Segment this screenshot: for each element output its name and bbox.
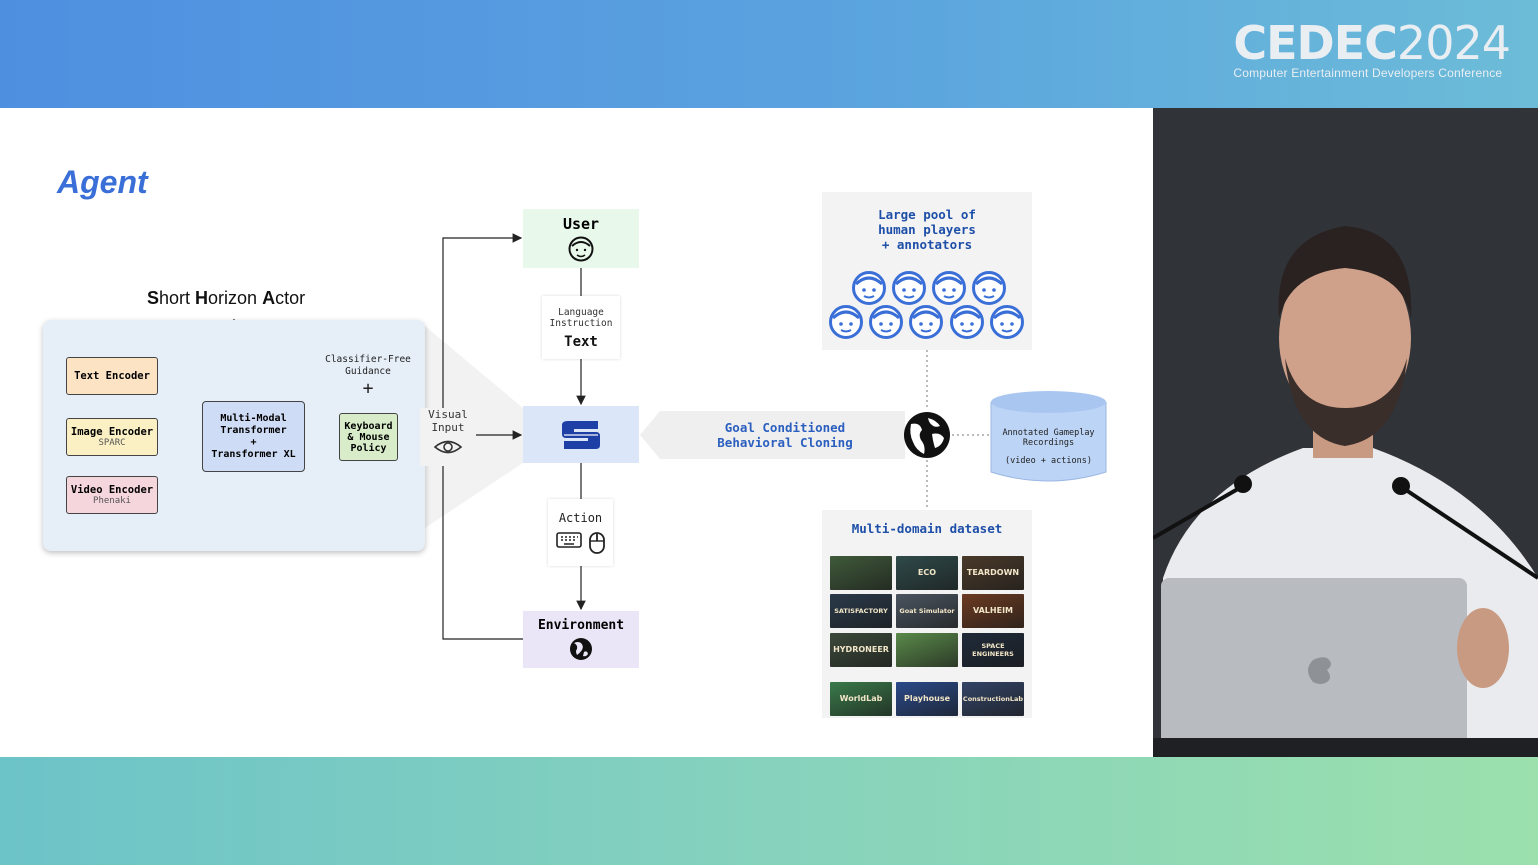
game-title: ECO: [917, 568, 937, 577]
game-title: ConstructionLab: [962, 695, 1024, 703]
image-encoder-sub: SPARC: [98, 438, 126, 448]
game-title: WorldLab: [839, 694, 883, 703]
game-title: SPACE ENGINEERS: [972, 642, 1014, 658]
annotated-recordings-db: Annotated Gameplay Recordings (video + a…: [990, 390, 1107, 482]
annotator-face-icon: [950, 305, 984, 339]
game-thumbnail: TEARDOWN: [962, 556, 1024, 590]
game-thumbnail: HYDRONEER: [830, 633, 892, 667]
environment-box: Environment: [523, 611, 639, 668]
video-encoder-box: Video Encoder Phenaki: [66, 476, 158, 514]
text-encoder-label: Text Encoder: [74, 370, 150, 382]
game-title: TEARDOWN: [966, 568, 1020, 577]
game-title: Playhouse: [903, 694, 951, 703]
image-encoder-label: Image Encoder: [70, 426, 154, 438]
policy-box: Keyboard & Mouse Policy: [339, 413, 398, 461]
cedec-logo: CEDEC2024 Computer Entertainment Develop…: [1233, 16, 1511, 80]
game-thumbnail: [830, 556, 892, 590]
image-encoder-box: Image Encoder SPARC: [66, 418, 158, 456]
game-title: SATISFACTORY: [834, 607, 888, 615]
players-pool-panel: Large pool of human players + annotators: [822, 192, 1032, 350]
speaker-camera: [1153, 108, 1538, 757]
eye-icon: [433, 440, 463, 454]
slide-title: Agent: [57, 164, 148, 200]
annotator-face-icon: [852, 271, 886, 305]
annotator-face-icon: [909, 305, 943, 339]
annotator-face-icon: [932, 271, 966, 305]
dataset-panel: Multi-domain dataset ECO TEARDOWN SATISFAC…: [822, 510, 1032, 718]
bottom-banner: [0, 757, 1538, 865]
dataset-title: Multi-domain dataset: [851, 521, 1003, 536]
slide: Agent: [0, 108, 1153, 757]
globe-icon: [570, 637, 592, 660]
actor-title: Short Horizon Actor: [147, 288, 306, 308]
video-encoder-sub: Phenaki: [93, 496, 131, 506]
video-encoder-label: Video Encoder: [70, 484, 154, 496]
game-thumbnail: Playhouse: [896, 682, 958, 716]
speaker-illustration: [1153, 108, 1538, 757]
logo-year: 2024: [1396, 16, 1511, 70]
agent-s-icon: [562, 420, 600, 449]
game-thumbnail: WorldLab: [830, 682, 892, 716]
game-title: Goat Simulator: [899, 607, 955, 615]
game-title: VALHEIM: [972, 606, 1014, 615]
annotator-face-icon: [829, 305, 863, 339]
annotator-face-icon: [990, 305, 1024, 339]
annotator-faces: [829, 271, 1024, 339]
agent-logo-box: [523, 406, 639, 463]
text-encoder-box: Text Encoder: [66, 357, 158, 395]
game-title: HYDRONEER: [833, 645, 889, 654]
cfg-label: Classifier-Free Guidance +: [325, 354, 411, 399]
gcbc-label: Goal Conditioned Behavioral Cloning: [717, 420, 853, 450]
game-thumbnail: Goat Simulator: [896, 594, 958, 628]
action-box: Action: [548, 499, 613, 566]
game-thumbnail: ECO: [896, 556, 958, 590]
keyboard-icon: [555, 531, 582, 548]
game-thumbnail: VALHEIM: [962, 594, 1024, 628]
logo-subtitle: Computer Entertainment Developers Confer…: [1233, 66, 1503, 80]
world-globe-icon: [904, 412, 950, 458]
user-face-icon: [568, 236, 594, 261]
game-thumbnail: SATISFACTORY: [830, 594, 892, 628]
language-instruction-box: Language Instruction Text: [542, 296, 620, 359]
game-thumbnail: SPACE ENGINEERS: [962, 633, 1024, 667]
game-thumbnail: ConstructionLab: [962, 682, 1024, 716]
action-label: Action: [558, 510, 603, 525]
annotator-face-icon: [869, 305, 903, 339]
transformer-box: Multi-Modal Transformer + Transformer XL: [202, 401, 305, 472]
visual-input: Visual Input: [420, 408, 476, 466]
logo-main-text: CEDEC: [1233, 16, 1398, 70]
annotator-face-icon: [892, 271, 926, 305]
mouse-icon: [588, 531, 605, 554]
top-banner: [0, 0, 1538, 108]
game-thumbnail: [896, 633, 958, 667]
annotator-face-icon: [972, 271, 1006, 305]
user-box: User: [523, 209, 639, 268]
